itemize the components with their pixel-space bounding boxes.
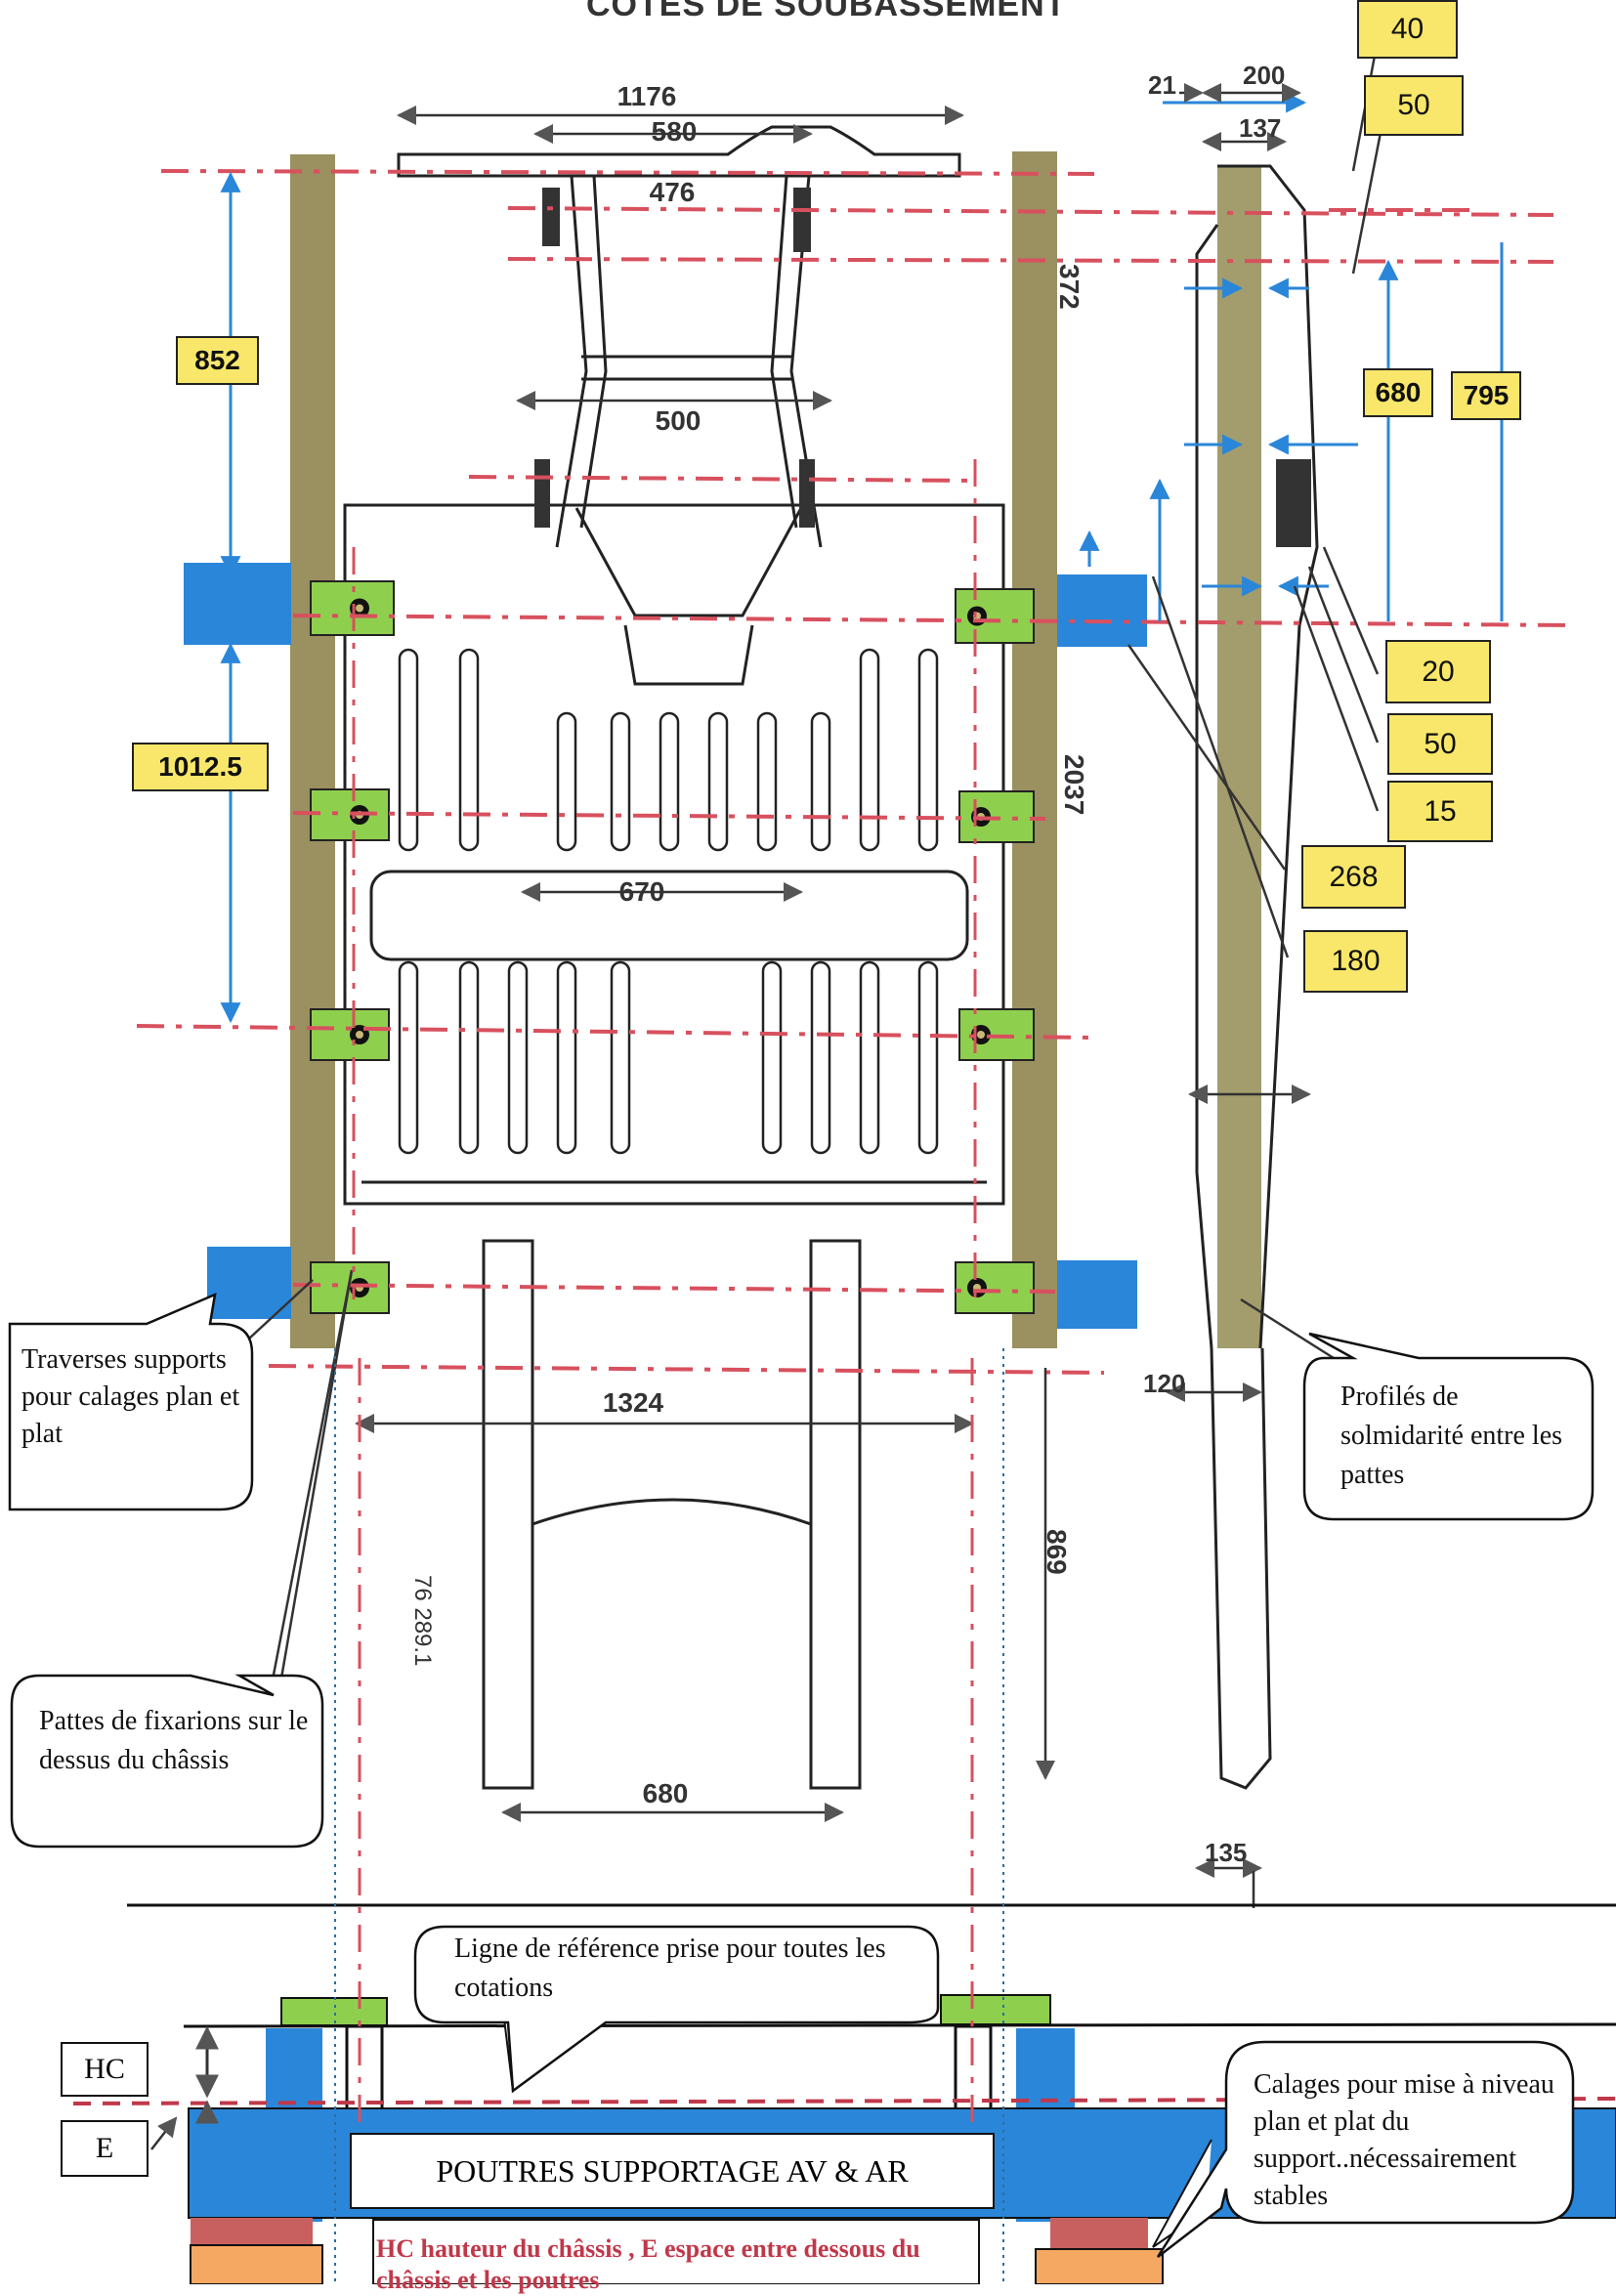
floor-rib	[756, 711, 778, 852]
support-block-rear-right	[1057, 1260, 1137, 1329]
reference-line	[292, 811, 1046, 821]
reference-line	[268, 1364, 1105, 1375]
floor-rib	[610, 960, 631, 1155]
callout-profiles: Profilés de solmidarité entre les pattes	[1340, 1382, 1563, 1490]
front-mount-pad	[542, 188, 560, 246]
dim-box-50-top: 50	[1364, 75, 1464, 136]
support-block-front-left	[184, 563, 291, 645]
dim-box-680: 680	[1363, 368, 1433, 417]
floor-rib	[810, 960, 831, 1155]
floor-rib	[398, 960, 419, 1155]
floor-rib	[810, 711, 831, 852]
page-title: COTES DE SOUBASSEMENT	[586, 0, 1067, 23]
shim-orange-right	[1035, 2248, 1164, 2284]
dim-869: 869	[1042, 1529, 1072, 1575]
floor-rib	[556, 711, 577, 852]
floor-rib	[398, 648, 419, 852]
callout-pattes: Pattes de fixarions sur le dessus du châ…	[39, 1706, 309, 1775]
dim-200: 200	[1243, 61, 1285, 90]
dim-box-20: 20	[1385, 640, 1491, 703]
mid-mount-pad	[799, 459, 815, 528]
dim-680-rear: 680	[643, 1778, 689, 1808]
support-block-rear-left	[207, 1247, 291, 1319]
support-block-front-right	[1057, 574, 1147, 647]
dim-2037: 2037	[1059, 754, 1089, 815]
callout-ligne-reference: Ligne de référence prise pour toutes les…	[454, 1934, 886, 2003]
beam-side	[1217, 166, 1261, 1348]
dim-box-50-mid: 50	[1387, 713, 1493, 775]
front-mount-pad	[793, 188, 811, 252]
dim-476: 476	[650, 177, 696, 207]
part-reference: 76 289.1	[409, 1575, 436, 1666]
dim-120: 120	[1143, 1369, 1185, 1398]
reference-line	[507, 257, 1554, 264]
dim-670: 670	[619, 876, 665, 907]
dim-1176: 1176	[617, 81, 677, 111]
red-vertical-guides	[352, 459, 977, 2169]
poutres-label: POUTRES SUPPORTAGE AV & AR	[350, 2133, 995, 2209]
floor-ribs	[398, 648, 939, 1155]
dim-box-1012-5: 1012.5	[132, 743, 269, 791]
floor-rib	[458, 648, 480, 852]
reference-line	[136, 1024, 1090, 1040]
dim-box-852: 852	[176, 336, 259, 385]
dim-box-268: 268	[1301, 845, 1406, 909]
side-view-outline	[1195, 164, 1319, 1790]
floor-rib	[707, 711, 729, 852]
floor-rib	[859, 960, 880, 1155]
dim-box-795: 795	[1451, 371, 1521, 420]
beam-left	[290, 154, 335, 1348]
dim-135: 135	[1205, 1838, 1247, 1867]
dim-21: 21	[1148, 70, 1176, 100]
reference-line	[1084, 619, 1574, 627]
dim-box-180: 180	[1303, 930, 1408, 993]
floor-rib	[917, 648, 939, 852]
chassis-outline	[343, 125, 1005, 1790]
pad-green-right	[940, 1994, 1051, 2025]
hc-label: HC	[61, 2042, 149, 2097]
mid-mount-pad	[534, 459, 550, 528]
dim-372: 372	[1054, 264, 1084, 310]
legend-text: HC hauteur du châssis , E espace entre d…	[376, 2234, 920, 2294]
reference-line	[160, 169, 1095, 176]
floor-rib	[859, 648, 880, 852]
floor-rib	[610, 711, 631, 852]
floor-rib	[556, 960, 577, 1155]
dim-580: 580	[652, 116, 698, 147]
shim-orange-left	[190, 2244, 323, 2284]
bolt-center	[977, 1031, 985, 1039]
black-dimension-lines	[127, 28, 1616, 1908]
bolt-center	[356, 1031, 363, 1039]
floor-rib	[507, 960, 529, 1155]
shim-red-right	[1050, 2218, 1148, 2249]
e-label: E	[61, 2120, 149, 2177]
floor-rib	[761, 960, 783, 1155]
reference-line	[468, 475, 978, 483]
floor-rib	[659, 711, 680, 852]
dim-137: 137	[1239, 113, 1281, 143]
reference-line	[292, 614, 1085, 623]
shim-red-left	[191, 2218, 313, 2245]
floor-rib	[917, 960, 939, 1155]
bolt-center	[356, 604, 363, 613]
callout-traverses: Traverses supports pour calages plan et …	[21, 1344, 240, 1449]
beam-right	[1012, 151, 1057, 1348]
reference-line	[507, 206, 1554, 217]
floor-rib	[458, 960, 480, 1155]
dim-500: 500	[656, 405, 702, 436]
dim-box-15: 15	[1387, 781, 1493, 842]
callout-shapes	[8, 1292, 1595, 2258]
callout-calages: Calages pour mise à niveau plan et plat …	[1254, 2069, 1554, 2211]
reference-line	[292, 1283, 1056, 1294]
dim-1324: 1324	[603, 1387, 664, 1418]
dim-box-40: 40	[1357, 0, 1458, 59]
